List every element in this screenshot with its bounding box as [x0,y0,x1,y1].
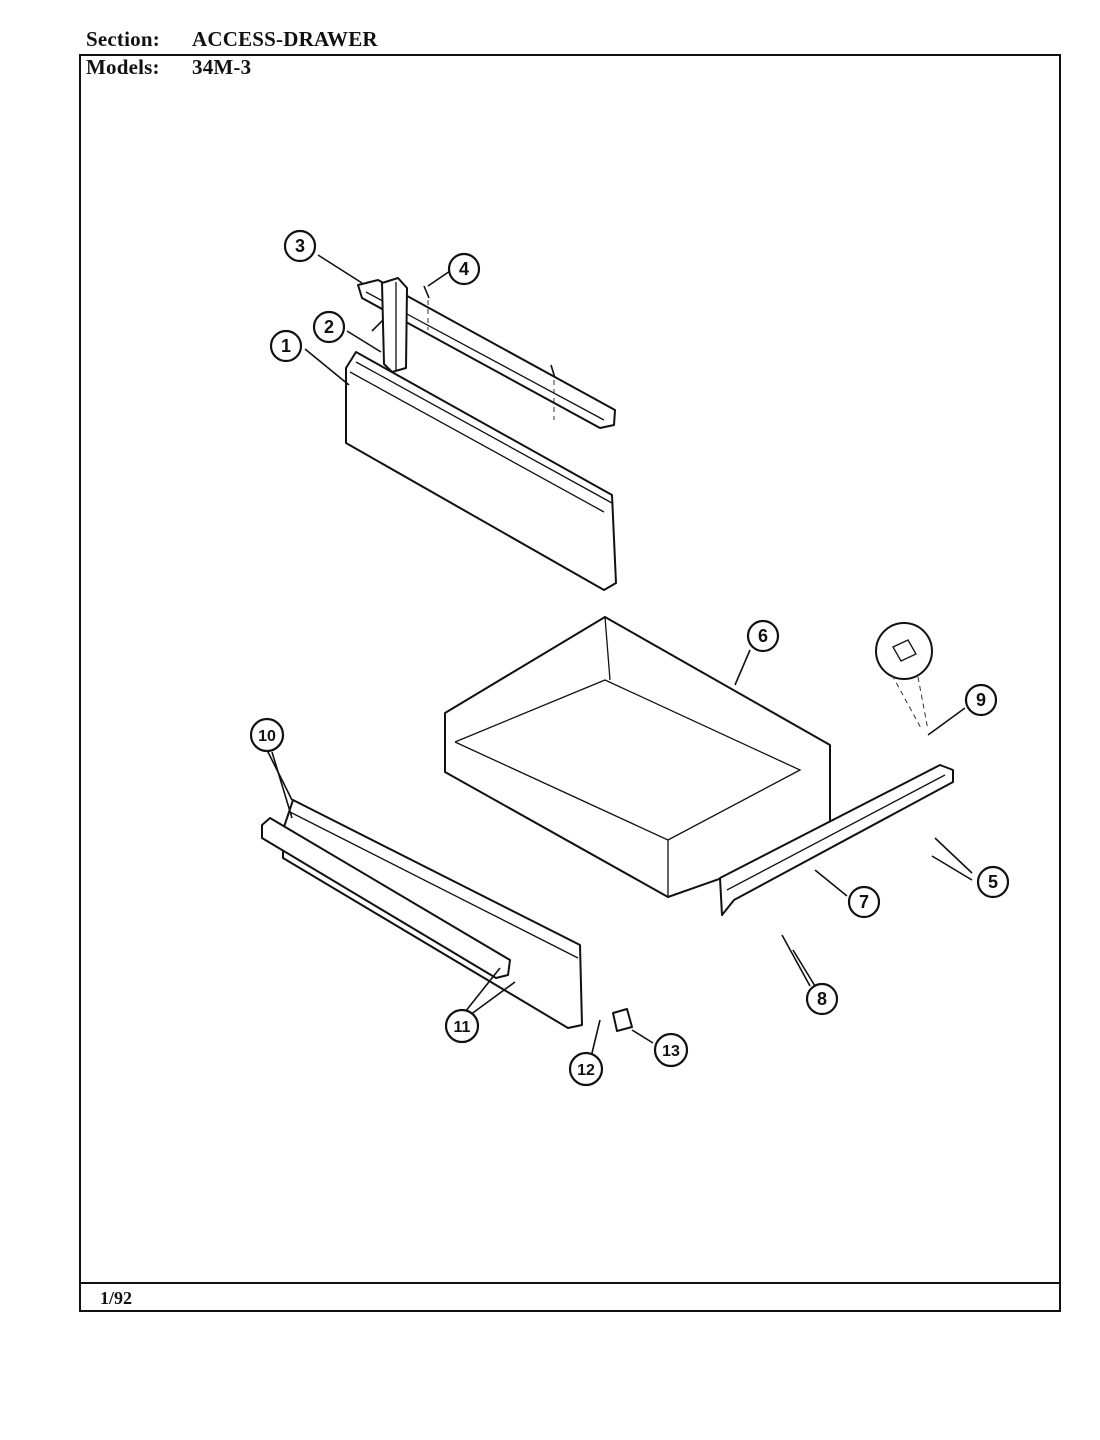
svg-text:1: 1 [281,336,291,356]
svg-text:5: 5 [988,872,998,892]
part-clip-detail [875,622,933,731]
part-screws-top [371,285,556,420]
callout-9: 9 [964,683,998,717]
callout-13: 13 [653,1032,689,1068]
svg-text:6: 6 [758,626,768,646]
svg-text:11: 11 [454,1019,471,1036]
svg-text:2: 2 [324,317,334,337]
svg-text:9: 9 [976,690,986,710]
svg-text:12: 12 [577,1062,595,1079]
callout-7: 7 [847,885,881,919]
callout-3: 3 [283,229,317,263]
svg-text:13: 13 [662,1043,680,1060]
part-front-panel [345,351,617,591]
part-plate [612,1008,633,1032]
svg-text:7: 7 [859,892,869,912]
svg-text:3: 3 [295,236,305,256]
callout-2: 2 [312,310,346,344]
callout-12: 12 [568,1051,604,1087]
section-value: ACCESS-DRAWER [192,27,378,51]
svg-text:8: 8 [817,989,827,1009]
callout-4: 4 [447,252,481,286]
callout-8: 8 [805,982,839,1016]
part-drawer-handle [261,817,511,979]
svg-text:4: 4 [459,259,469,279]
svg-text:10: 10 [258,728,276,745]
leader-lines [266,254,973,1054]
footer-date: 1/92 [100,1288,133,1308]
section-label: Section: [86,27,160,51]
models-label: Models: [86,55,160,79]
callout-5: 5 [976,865,1010,899]
callout-10: 10 [249,717,285,753]
callout-1: 1 [269,329,303,363]
callout-6: 6 [746,619,780,653]
models-value: 34M-3 [192,55,252,79]
callout-11: 11 [444,1008,480,1044]
part-side-rail [719,764,954,916]
diagram-frame [79,54,1061,1312]
part-side-bracket [381,277,408,373]
footer-divider [79,1282,1061,1284]
